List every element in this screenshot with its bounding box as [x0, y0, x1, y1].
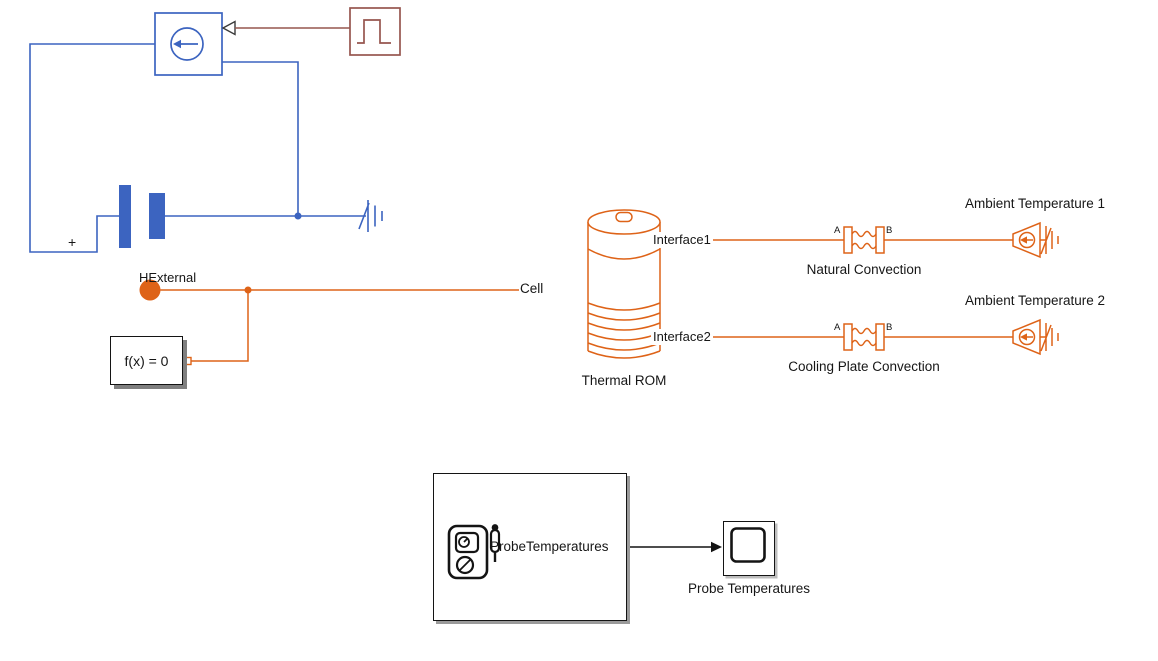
- interface1-port-label: Interface1: [651, 232, 713, 248]
- scope-block[interactable]: [723, 521, 775, 576]
- wire-source-to-junction[interactable]: [222, 61, 299, 216]
- thermal-ground-icon: [1040, 323, 1059, 352]
- cylinder-cap-icon: [615, 211, 633, 223]
- multimeter-icon: [447, 524, 501, 580]
- battery-plus-label: +: [68, 234, 77, 250]
- thermal-rom-label: Thermal ROM: [581, 373, 667, 388]
- convection2-port-a-label: A: [834, 322, 841, 333]
- ambient-temperature-1-block[interactable]: [1012, 221, 1059, 259]
- solver-port: [183, 356, 192, 366]
- convection-waves-icon: [851, 230, 877, 250]
- natural-convection-block[interactable]: [843, 226, 885, 254]
- electrical-junction-dot: [294, 212, 302, 220]
- ambient-temperature-1-label: Ambient Temperature 1: [964, 196, 1106, 211]
- battery-plate-icon: [149, 193, 165, 239]
- cylinder-stack-arcs: [587, 302, 661, 351]
- cylinder-bottom: [587, 350, 661, 359]
- wire-probe-to-scope[interactable]: [629, 541, 722, 553]
- convection-plate-icon: [875, 323, 885, 351]
- convection1-port-b-label: B: [886, 225, 893, 236]
- solver-label: f(x) = 0: [124, 352, 169, 369]
- hexternal-label: HExternal: [139, 270, 197, 285]
- convection-waves-icon: [851, 327, 877, 347]
- wire-junction-to-solver[interactable]: [191, 290, 249, 362]
- natural-convection-label: Natural Convection: [806, 262, 922, 277]
- square-wave-icon: [357, 19, 391, 44]
- ambient-temperature-2-label: Ambient Temperature 2: [964, 293, 1106, 308]
- temperature-source-arrowhead: [1020, 236, 1027, 244]
- battery-plate-icon: [119, 185, 131, 248]
- hexternal-node[interactable]: [139, 279, 161, 301]
- temperature-source-circle: [1018, 328, 1036, 346]
- cylinder-sides: [587, 222, 661, 351]
- interface2-port-label: Interface2: [651, 329, 713, 345]
- convection-plate-icon: [843, 226, 853, 254]
- thermal-junction-dot: [244, 286, 252, 294]
- thermal-ground-icon: [1040, 226, 1059, 255]
- scope-screen-icon: [730, 527, 766, 563]
- cell-port-label: Cell: [520, 281, 544, 296]
- temperature-source-circle: [1018, 231, 1036, 249]
- scope-label: Probe Temperatures: [687, 581, 811, 596]
- cylinder-inner-arc: [587, 248, 661, 260]
- ambient-temperature-2-block[interactable]: [1012, 318, 1059, 356]
- convection-plate-icon: [843, 323, 853, 351]
- cooling-plate-convection-block[interactable]: [843, 323, 885, 351]
- temperature-source-arrowhead: [1020, 333, 1027, 341]
- solver-configuration-block[interactable]: f(x) = 0: [110, 336, 183, 385]
- probe-temperatures-subsystem[interactable]: [433, 473, 627, 621]
- ps-input-port[interactable]: [221, 20, 236, 36]
- controlled-current-source-block[interactable]: [154, 12, 236, 76]
- wire-source-to-battery[interactable]: [29, 43, 155, 253]
- battery-block[interactable]: [119, 185, 165, 248]
- ground-icon: [358, 200, 383, 232]
- probe-subsystem-label: ProbeTemperatures: [490, 539, 609, 554]
- cooling-plate-convection-label: Cooling Plate Convection: [788, 359, 940, 374]
- pulse-generator-body: [349, 7, 401, 56]
- pulse-generator-block[interactable]: [349, 7, 401, 56]
- convection-plate-icon: [875, 226, 885, 254]
- convection2-port-b-label: B: [886, 322, 893, 333]
- thermal-rom-block[interactable]: [587, 209, 661, 359]
- signal-arrowhead-icon: [711, 541, 722, 553]
- current-arrowhead-icon: [173, 39, 181, 49]
- convection1-port-a-label: A: [834, 225, 841, 236]
- electrical-reference-block[interactable]: [358, 200, 383, 232]
